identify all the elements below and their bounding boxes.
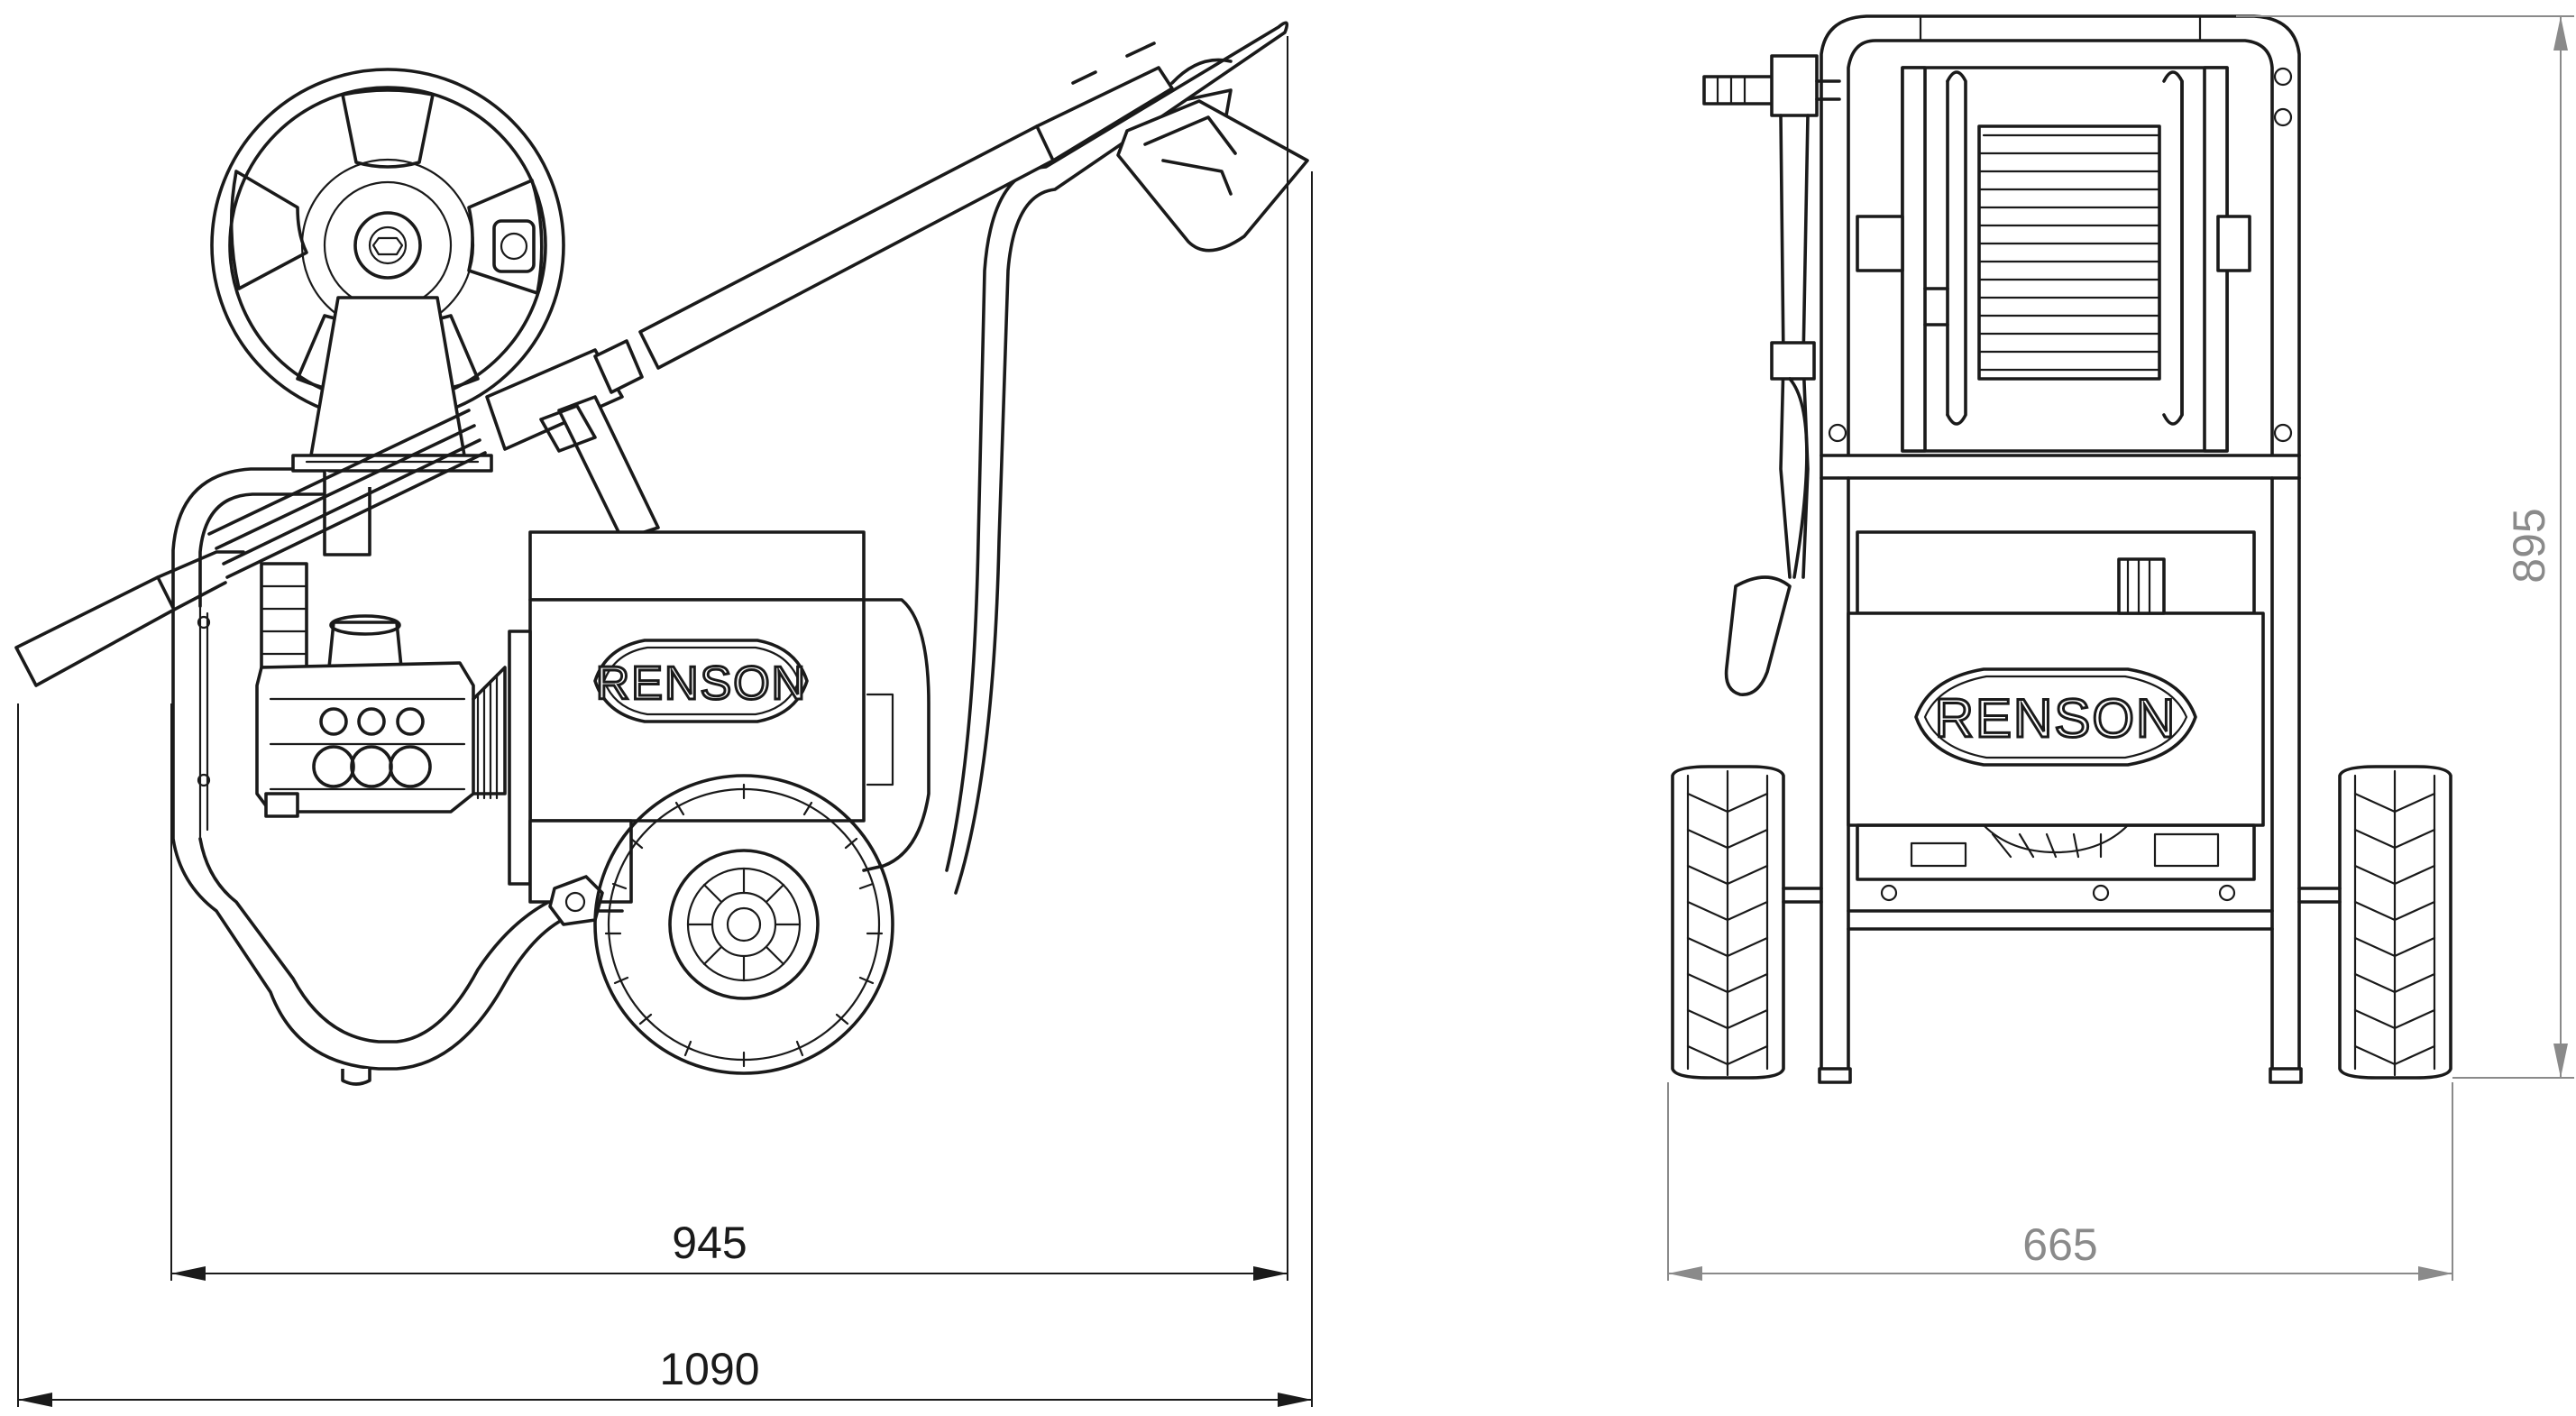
side-lance <box>14 41 1309 687</box>
side-pump <box>255 562 507 818</box>
side-dimensions: 945 1090 <box>17 36 1313 1407</box>
front-wheel-left <box>1671 765 1823 1080</box>
front-mid-bar <box>1820 454 2301 480</box>
side-logo-text: RENSON <box>596 657 807 710</box>
front-hose-coil <box>1977 133 2161 372</box>
front-renson-logo: RENSON <box>1914 667 2197 767</box>
side-renson-logo: RENSON <box>593 639 809 723</box>
front-view: RENSON <box>1671 14 2452 1084</box>
dim-label-945: 945 <box>672 1218 747 1268</box>
side-reel-stand <box>309 296 466 457</box>
side-frame <box>171 467 624 1071</box>
dim-label-895: 895 <box>2504 508 2554 583</box>
side-foot <box>341 1069 371 1086</box>
front-wheel-right <box>2297 765 2452 1080</box>
front-logo-text: RENSON <box>1935 688 2177 749</box>
front-lance <box>1702 54 1841 696</box>
front-top-frame <box>1820 14 2301 457</box>
side-hose-reel <box>210 68 565 423</box>
side-hose-post <box>557 395 660 541</box>
side-view: RENSON <box>14 21 1309 1086</box>
dim-label-1090: 1090 <box>659 1344 759 1394</box>
side-handle-bar <box>945 21 1289 895</box>
side-wheel <box>593 774 894 1075</box>
front-motor <box>1847 530 2265 902</box>
front-dimensions: 665 895 <box>1667 15 2574 1281</box>
side-frame-front-plate <box>198 604 209 841</box>
dim-label-665: 665 <box>2022 1219 2097 1270</box>
front-hose-reel <box>1856 66 2251 453</box>
